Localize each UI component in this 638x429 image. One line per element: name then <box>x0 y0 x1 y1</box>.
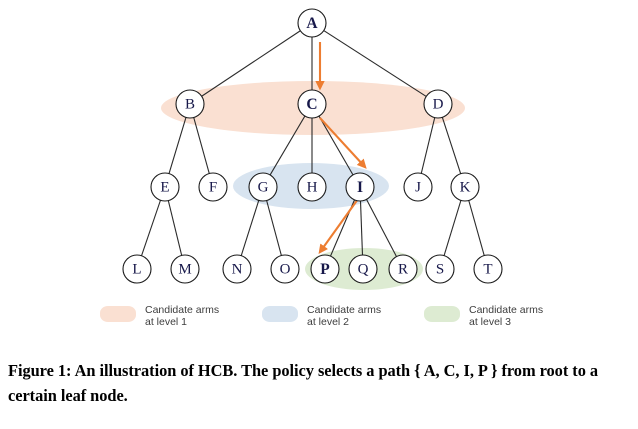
tree-node-r[interactable]: R <box>388 254 418 284</box>
node-circle-s <box>425 254 455 284</box>
legend: Candidate arms at level 1 Candidate arms … <box>0 299 638 341</box>
node-label-b: B <box>185 97 195 113</box>
node-label-p: P <box>320 261 330 278</box>
tree-node-b[interactable]: B <box>175 89 205 119</box>
tree-edge-A-D <box>323 30 427 97</box>
legend-item-level-1: Candidate arms at level 1 <box>100 304 219 329</box>
figure-caption: Figure 1: An illustration of HCB. The po… <box>8 361 599 405</box>
tree-node-o[interactable]: O <box>270 254 300 284</box>
legend-item-level-2: Candidate arms at level 2 <box>262 304 381 329</box>
tree-edge-D-K <box>441 117 462 174</box>
tree-edge-G-N <box>240 200 260 256</box>
tree-edge-C-G <box>269 115 306 176</box>
tree-node-k[interactable]: K <box>450 172 480 202</box>
node-label-j: J <box>415 180 421 196</box>
node-circle-m <box>170 254 200 284</box>
tree-node-a[interactable]: A <box>297 8 327 38</box>
legend-label-level-1: Candidate arms at level 1 <box>145 304 220 329</box>
node-label-h: H <box>307 180 318 196</box>
node-label-c: C <box>306 96 317 113</box>
node-circle-c <box>297 89 327 119</box>
legend-swatch-level-2 <box>262 306 298 322</box>
legend-label-level-2: Candidate arms at level 2 <box>307 304 382 329</box>
selected-path-arrows <box>315 42 367 255</box>
node-label-i: I <box>357 179 363 196</box>
node-circle-l <box>122 254 152 284</box>
node-circle-i <box>345 172 375 202</box>
node-circle-q <box>348 254 378 284</box>
tree-nodes: A B C D E F G H I J K L M N O P Q R S T <box>122 8 503 284</box>
node-circle-p <box>310 254 340 284</box>
node-label-s: S <box>436 262 444 278</box>
tree-node-e[interactable]: E <box>150 172 180 202</box>
node-label-k: K <box>460 180 471 196</box>
node-label-m: M <box>178 262 191 278</box>
tree-node-j[interactable]: J <box>403 172 433 202</box>
node-label-o: O <box>280 262 291 278</box>
tree-edge-C-I <box>318 115 354 176</box>
hcb-tree-diagram: A B C D E F G H I J K L M N O P Q R S T <box>122 8 503 290</box>
node-label-q: Q <box>358 262 369 278</box>
tree-edge-B-E <box>168 117 187 174</box>
tree-edge-K-T <box>468 200 485 256</box>
tree-edge-A-B <box>201 30 301 97</box>
node-circle-k <box>450 172 480 202</box>
legend-swatch-level-1 <box>100 306 136 322</box>
tree-edge-E-M <box>167 200 183 256</box>
node-circle-j <box>403 172 433 202</box>
node-circle-f <box>198 172 228 202</box>
node-label-r: R <box>398 262 408 278</box>
tree-node-t[interactable]: T <box>473 254 503 284</box>
node-label-g: G <box>258 180 269 196</box>
node-circle-d <box>423 89 453 119</box>
tree-node-d[interactable]: D <box>423 89 453 119</box>
tree-edge-G-O <box>266 200 282 256</box>
tree-node-n[interactable]: N <box>222 254 252 284</box>
node-circle-e <box>150 172 180 202</box>
tree-edge-E-L <box>141 200 161 256</box>
node-label-e: E <box>160 180 169 196</box>
tree-edges <box>141 30 485 257</box>
path-arrow-c-to-i <box>319 117 367 169</box>
node-circle-b <box>175 89 205 119</box>
node-circle-g <box>248 172 278 202</box>
tree-edge-I-Q <box>359 200 364 256</box>
tree-node-m[interactable]: M <box>170 254 200 284</box>
tree-node-f[interactable]: F <box>198 172 228 202</box>
node-circle-o <box>270 254 300 284</box>
tree-edge-B-F <box>193 117 210 174</box>
tree-edge-I-R <box>366 199 397 257</box>
node-circle-n <box>222 254 252 284</box>
tree-node-l[interactable]: L <box>122 254 152 284</box>
legend-swatch-level-3 <box>424 306 460 322</box>
node-circle-t <box>473 254 503 284</box>
node-circle-r <box>388 254 418 284</box>
legend-item-level-3: Candidate arms at level 3 <box>424 304 543 329</box>
tree-edge-K-S <box>443 200 462 256</box>
tree-node-p[interactable]: P <box>310 254 340 284</box>
node-label-a: A <box>306 15 318 32</box>
node-label-t: T <box>483 262 492 278</box>
tree-node-q[interactable]: Q <box>348 254 378 284</box>
tree-node-c[interactable]: C <box>297 89 327 119</box>
node-label-d: D <box>433 97 444 113</box>
tree-node-h[interactable]: H <box>297 172 327 202</box>
path-arrow-i-to-p <box>318 198 359 255</box>
node-circle-a <box>297 8 327 38</box>
node-circle-h <box>297 172 327 202</box>
tree-edge-D-J <box>420 117 436 174</box>
legend-label-level-3: Candidate arms at level 3 <box>469 304 544 329</box>
node-label-l: L <box>132 262 141 278</box>
node-label-f: F <box>209 180 217 196</box>
tree-node-i[interactable]: I <box>345 172 375 202</box>
tree-node-g[interactable]: G <box>248 172 278 202</box>
node-label-n: N <box>232 262 243 278</box>
tree-node-s[interactable]: S <box>425 254 455 284</box>
